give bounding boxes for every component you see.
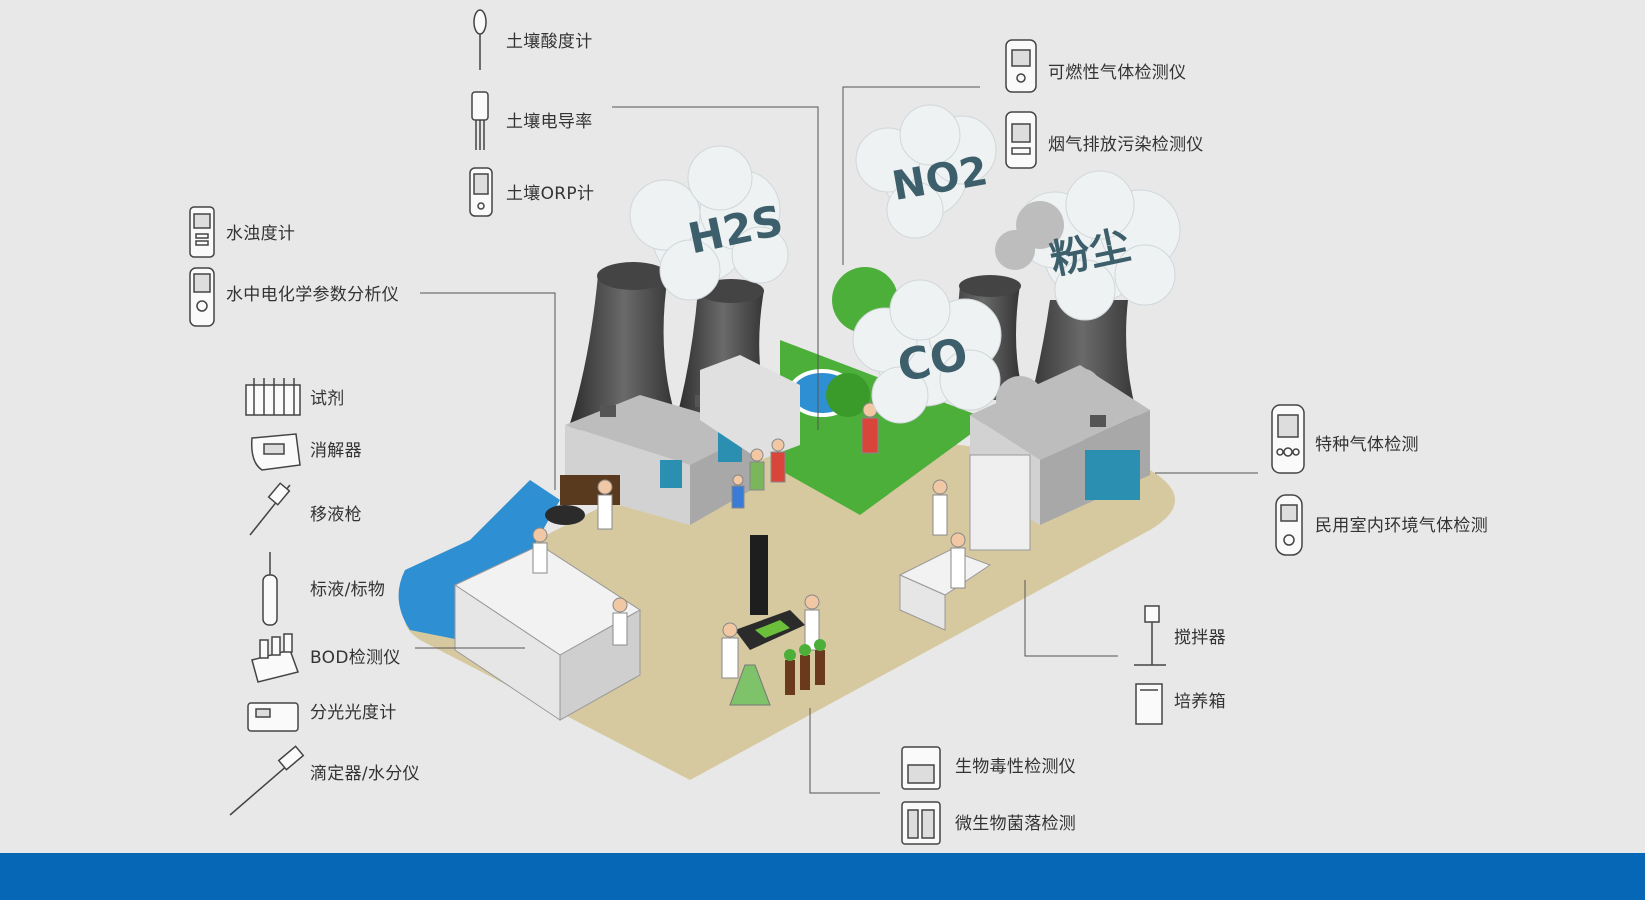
digester-icon <box>250 433 301 471</box>
label-flue-gas: 烟气排放污染检测仪 <box>1048 135 1204 155</box>
river <box>398 480 560 640</box>
microscope <box>735 535 805 650</box>
factory-left <box>565 395 760 525</box>
flue-gas-analyzer-icon <box>1005 111 1037 169</box>
seedlings <box>784 639 826 695</box>
tree <box>832 267 898 333</box>
bottom-bar <box>0 853 1645 900</box>
label-soil-ec: 土壤电导率 <box>506 112 593 132</box>
soil-orp-meter-icon <box>469 167 493 217</box>
cloud-label-co: CO <box>893 328 973 393</box>
combustible-gas-detector-icon <box>1005 39 1037 93</box>
label-reagent: 试剂 <box>310 389 345 409</box>
pond <box>788 369 856 417</box>
label-incubator: 培养箱 <box>1174 692 1226 712</box>
soil-ec-probe-icon <box>471 91 489 150</box>
label-soil-orp: 土壤ORP计 <box>506 184 595 204</box>
pipette-icon <box>249 482 291 536</box>
titrator-icon <box>229 745 305 816</box>
label-digester: 消解器 <box>310 441 362 461</box>
incubator-icon <box>1135 683 1163 725</box>
cooling-tower-2 <box>676 290 770 420</box>
cloud-label-dust: 粉尘 <box>1046 222 1135 284</box>
microbial-kit-icon <box>901 801 941 845</box>
indoor-gas-detector-icon <box>1275 494 1303 556</box>
reagent-rack-icon <box>245 378 301 416</box>
bod-analyzer-icon <box>251 633 299 683</box>
people <box>532 402 966 679</box>
label-special-gas: 特种气体检测 <box>1315 435 1419 455</box>
stirrer-icon <box>1134 605 1166 666</box>
ground-platform <box>405 420 1175 780</box>
label-bod: BOD检测仪 <box>310 648 401 668</box>
sewage-outfall <box>560 475 620 505</box>
electrochem-analyzer-icon <box>189 267 215 327</box>
soil-ph-probe-icon <box>473 9 487 70</box>
label-combustible-gas: 可燃性气体检测仪 <box>1048 63 1187 83</box>
label-indoor-gas: 民用室内环境气体检测 <box>1315 516 1488 536</box>
label-microbial: 微生物菌落检测 <box>955 814 1077 834</box>
cooling-tower-1 <box>568 275 680 430</box>
label-biotoxicity: 生物毒性检测仪 <box>955 757 1077 777</box>
factory-right <box>970 365 1150 525</box>
factory-mid <box>700 355 800 460</box>
label-water-turbidity: 水浊度计 <box>226 224 296 244</box>
label-water-electrochem: 水中电化学参数分析仪 <box>226 285 399 305</box>
lab-bench-right <box>898 454 1031 631</box>
label-titrator: 滴定器/水分仪 <box>310 764 420 784</box>
flask <box>729 664 771 706</box>
biotoxicity-case-icon <box>901 746 941 790</box>
cloud-label-no2: NO2 <box>888 147 992 211</box>
label-spectrophotometer: 分光光度计 <box>310 703 397 723</box>
cooling-tower-4 <box>1020 300 1145 440</box>
spectrophotometer-icon <box>247 702 299 732</box>
label-soil-ph: 土壤酸度计 <box>506 32 593 52</box>
water-turbidity-meter-icon <box>189 206 215 258</box>
special-gas-detector-icon <box>1271 404 1305 474</box>
label-stirrer: 搅拌器 <box>1174 628 1226 648</box>
label-pipette: 移液枪 <box>310 505 362 525</box>
ampoule-icon <box>262 552 278 626</box>
label-standards: 标液/标物 <box>310 580 386 600</box>
lab-bench-left <box>453 544 641 721</box>
cloud-label-h2s: H2S <box>683 195 788 264</box>
